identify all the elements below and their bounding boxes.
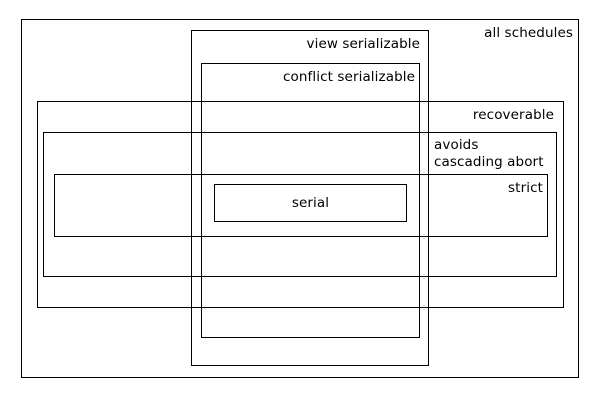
label-serial: serial: [291, 195, 330, 211]
box-serial: [214, 184, 407, 222]
label-view-serializable: view serializable: [306, 36, 420, 52]
box-conflict-serializable: [201, 63, 420, 338]
label-strict: strict: [508, 180, 543, 196]
box-strict: [54, 174, 548, 237]
label-conflict-serializable: conflict serializable: [283, 69, 415, 85]
box-recoverable: [37, 101, 564, 308]
label-recoverable: recoverable: [472, 107, 554, 123]
label-all-schedules: all schedules: [484, 25, 573, 41]
box-avoids-cascading-abort: [43, 132, 557, 277]
label-avoids-cascading-abort: avoids cascading abort: [434, 137, 544, 170]
box-all-schedules: [21, 19, 579, 378]
box-view-serializable: [191, 30, 429, 366]
